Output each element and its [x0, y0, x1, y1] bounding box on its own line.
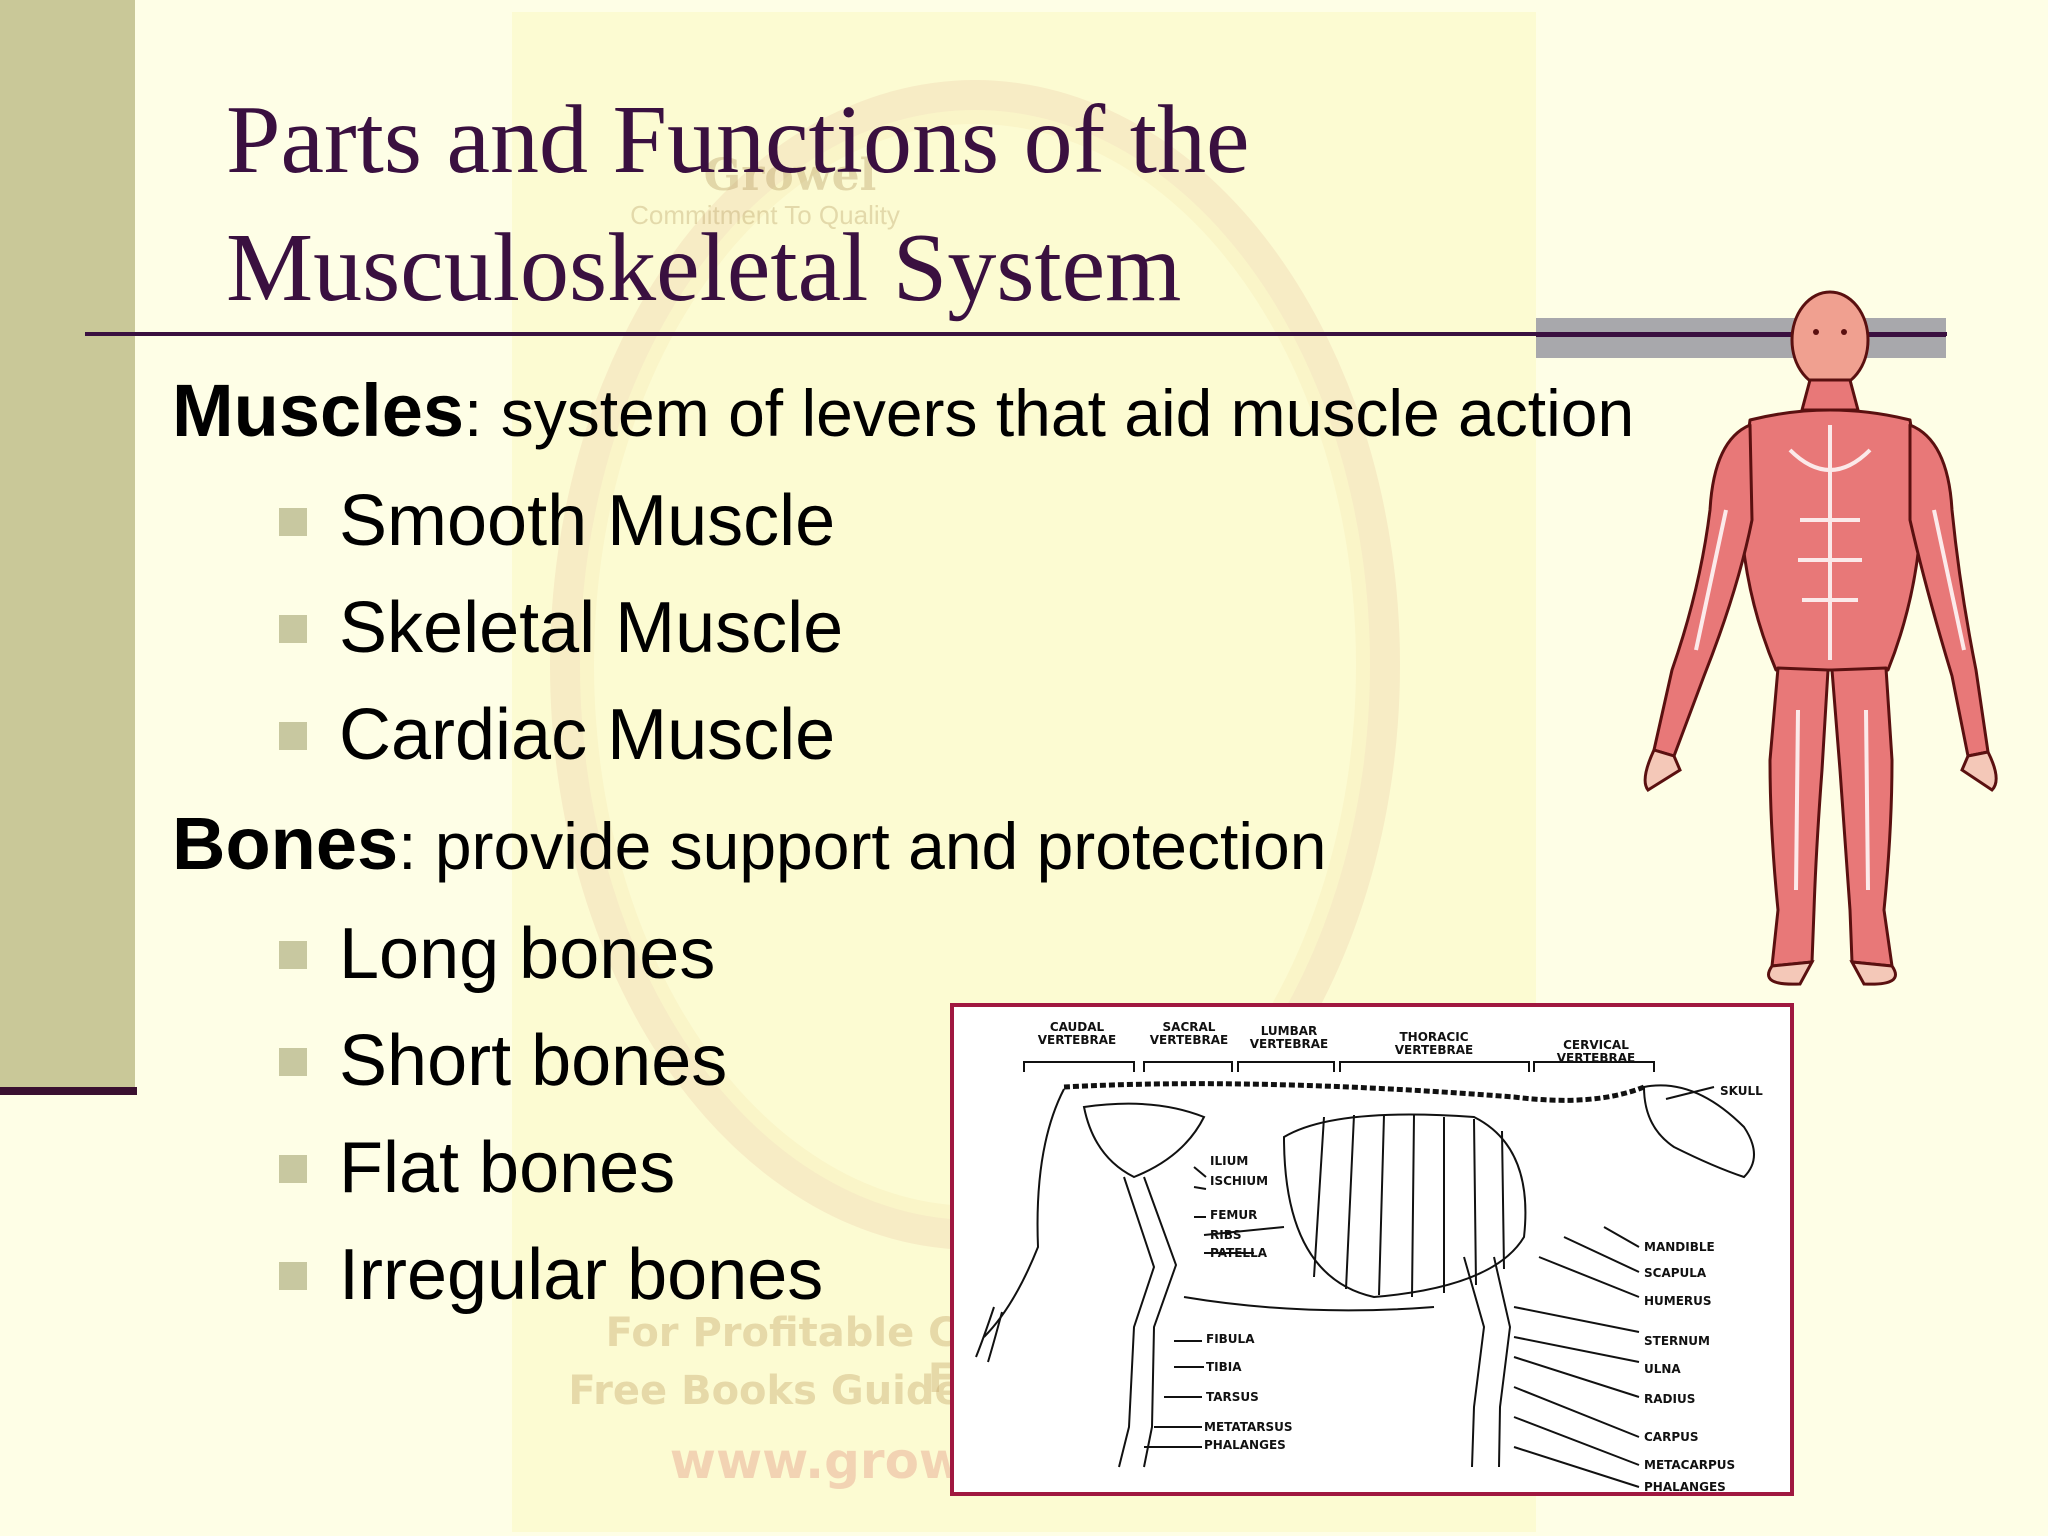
label-tibia: TIBIA [1206, 1360, 1242, 1374]
square-bullet-icon [279, 1048, 307, 1076]
label-patella: PATELLA [1210, 1246, 1268, 1260]
bone-type-label: Long bones [339, 914, 716, 994]
label-ilium: ILIUM [1210, 1154, 1249, 1168]
square-bullet-icon [279, 615, 307, 643]
label-metacarpus: METACARPUS [1644, 1458, 1736, 1472]
list-item-bone-type: Short bones [172, 1008, 1732, 1115]
muscle-type-label: Skeletal Muscle [339, 588, 844, 668]
label-sacral-vertebrae: SACRAL VERTEBRAE [1149, 1020, 1229, 1047]
bone-type-label: Short bones [339, 1021, 728, 1101]
bone-type-label: Flat bones [339, 1128, 676, 1208]
title-accent-bar [1536, 318, 1946, 358]
muscles-description: : system of levers that aid muscle actio… [464, 376, 1635, 450]
label-phalanges-fore: PHALANGES [1644, 1480, 1726, 1494]
label-ischium: ISCHIUM [1210, 1174, 1269, 1188]
cow-skeleton-diagram: CAUDAL VERTEBRAE SACRAL VERTEBRAE LUMBAR… [950, 1003, 1794, 1496]
label-phalanges-hind: PHALANGES [1204, 1438, 1286, 1452]
title-divider-overlay [1536, 333, 1946, 337]
label-scapula: SCAPULA [1644, 1266, 1707, 1280]
square-bullet-icon [279, 508, 307, 536]
label-sternum: STERNUM [1644, 1334, 1710, 1348]
slide-body: Muscles: system of levers that aid muscl… [172, 356, 1732, 1329]
slide-title-line-2: Musculoskeletal System [226, 214, 1182, 322]
label-ulna: ULNA [1644, 1362, 1681, 1376]
bone-type-label: Irregular bones [339, 1235, 824, 1315]
list-item-muscle-type: Skeletal Muscle [172, 575, 1732, 682]
watermark-tagline: Commitment To Quality [630, 200, 900, 230]
bones-description: : provide support and protection [398, 809, 1327, 883]
label-mandible: MANDIBLE [1644, 1240, 1715, 1254]
square-bullet-icon [279, 941, 307, 969]
muscles-heading-term: Muscles [172, 369, 465, 452]
label-tarsus: TARSUS [1206, 1390, 1259, 1404]
label-fibula: FIBULA [1206, 1332, 1255, 1346]
bones-heading-term: Bones [172, 802, 399, 885]
label-cervical-vertebrae: CERVICAL VERTEBRAE [1556, 1038, 1636, 1065]
left-accent-rule [0, 1087, 137, 1095]
list-item-bone-type: Long bones [172, 901, 1732, 1008]
muscle-type-label: Smooth Muscle [339, 481, 836, 561]
label-lumbar-vertebrae: LUMBAR VERTEBRAE [1249, 1024, 1329, 1051]
watermark-brand: Growel [703, 150, 877, 201]
square-bullet-icon [279, 1155, 307, 1183]
left-accent-bar [0, 0, 135, 1087]
muscle-type-label: Cardiac Muscle [339, 695, 836, 775]
cow-skeleton-drawing [975, 1061, 1755, 1488]
slide-title-line-1: Parts and Functions of the [226, 86, 1250, 194]
list-item-muscle-type: Cardiac Muscle [172, 682, 1732, 789]
square-bullet-icon [279, 1262, 307, 1290]
list-item-bone-type: Flat bones [172, 1115, 1732, 1222]
human-muscle-illustration [1643, 290, 1998, 986]
label-femur: FEMUR [1210, 1208, 1258, 1222]
label-radius: RADIUS [1644, 1392, 1696, 1406]
label-thoracic-vertebrae: THORACIC VERTEBRAE [1394, 1030, 1474, 1057]
muscles-heading: Muscles: system of levers that aid muscl… [172, 356, 1732, 468]
label-ribs: RIBS [1210, 1228, 1242, 1242]
slide-title: Parts and Functions of the Musculoskelet… [226, 76, 1526, 332]
label-skull: SKULL [1720, 1084, 1763, 1098]
label-caudal-vertebrae: CAUDAL VERTEBRAE [1037, 1020, 1117, 1047]
muscle-types-list: Smooth Muscle Skeletal Muscle Cardiac Mu… [172, 468, 1732, 789]
title-divider [85, 332, 1947, 336]
bone-types-list: Long bones Short bones Flat bones Irregu… [172, 901, 1732, 1329]
label-humerus: HUMERUS [1644, 1294, 1712, 1308]
list-item-muscle-type: Smooth Muscle [172, 468, 1732, 575]
square-bullet-icon [279, 722, 307, 750]
label-metatarsus: METATARSUS [1204, 1420, 1293, 1434]
label-carpus: CARPUS [1644, 1430, 1699, 1444]
bones-heading: Bones: provide support and protection [172, 789, 1732, 901]
list-item-bone-type: Irregular bones [172, 1222, 1732, 1329]
